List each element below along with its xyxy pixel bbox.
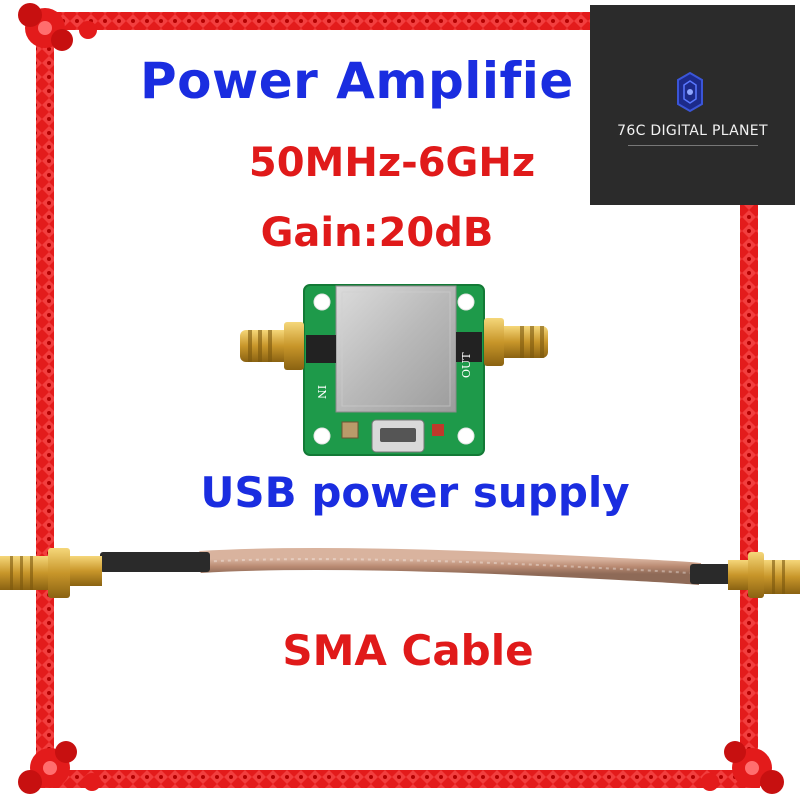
brand-underline [628, 145, 758, 146]
corner-knot-bottom-left [18, 741, 101, 794]
cable-connector-left [0, 548, 102, 598]
out-label: OUT [460, 352, 473, 378]
sma-cable-text: SMA Cable [282, 626, 534, 675]
corner-knot-bottom-right [701, 741, 784, 794]
gain-spec: Gain:20dB [260, 210, 494, 256]
usb-power-supply-text: USB power supply [200, 468, 630, 517]
corner-knot-top-left [18, 3, 97, 51]
brand-logo-icon [677, 71, 703, 113]
frequency-range: 50MHz-6GHz [248, 140, 536, 186]
sma-connector-right [484, 318, 548, 366]
in-label: IN [315, 385, 328, 399]
shield-can [335, 285, 457, 413]
brand-name: 76C DIGITAL PLANET [617, 123, 768, 139]
sma-connector-left [240, 322, 304, 370]
brand-watermark: 76C DIGITAL PLANET [590, 5, 795, 205]
cable-connector-right [728, 552, 800, 598]
product-title: Power Amplifie [140, 52, 574, 110]
